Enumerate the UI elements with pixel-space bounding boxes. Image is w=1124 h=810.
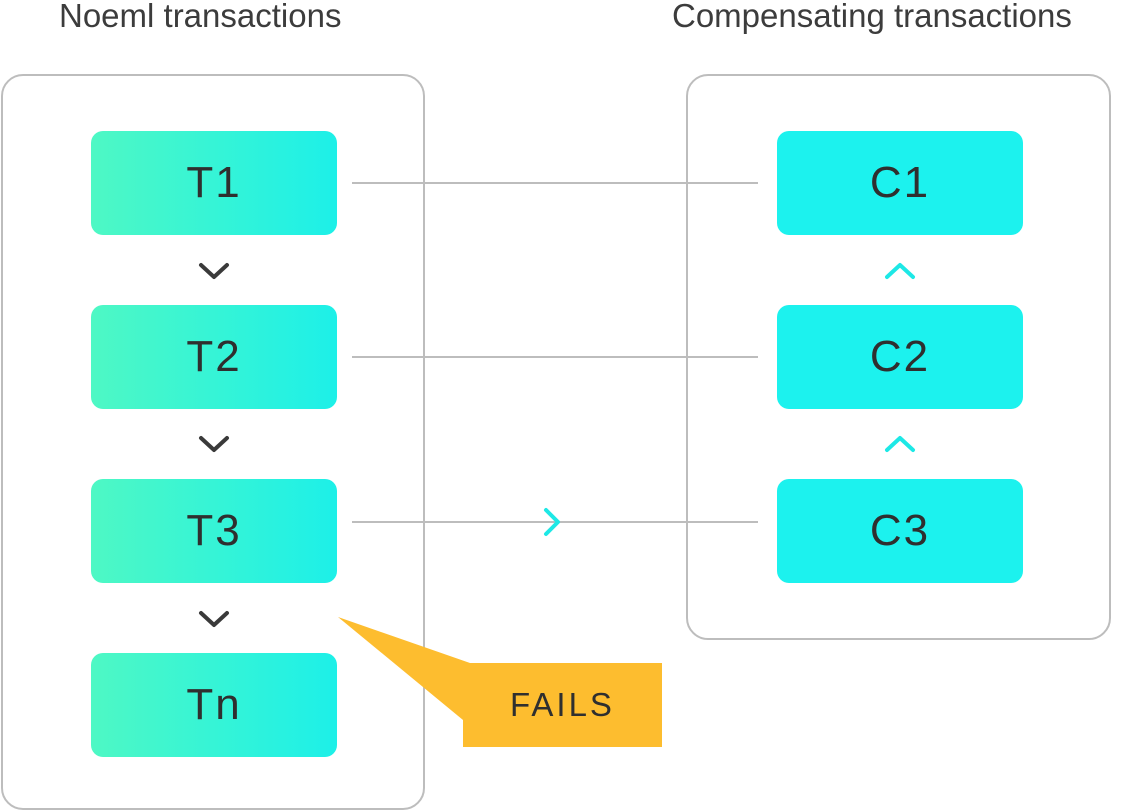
normal-transactions-title: Noeml transactions <box>59 0 342 34</box>
chevron-right-icon <box>544 508 560 536</box>
transaction-box-t2: T2 <box>91 305 337 409</box>
compensating-box-c1: C1 <box>777 131 1023 235</box>
fails-callout: FAILS <box>463 663 662 747</box>
compensating-box-c3: C3 <box>777 479 1023 583</box>
compensating-box-c2: C2 <box>777 305 1023 409</box>
chevron-up-icon <box>885 436 915 452</box>
transaction-box-t3: T3 <box>91 479 337 583</box>
normal-transactions-panel <box>1 74 425 810</box>
chevron-down-icon <box>199 611 229 627</box>
transaction-box-t1: T1 <box>91 131 337 235</box>
chevron-up-icon <box>885 263 915 279</box>
chevron-down-icon <box>199 263 229 279</box>
compensating-transactions-title: Compensating transactions <box>672 0 1072 34</box>
chevron-down-icon <box>199 436 229 452</box>
transaction-box-tn: Tn <box>91 653 337 757</box>
